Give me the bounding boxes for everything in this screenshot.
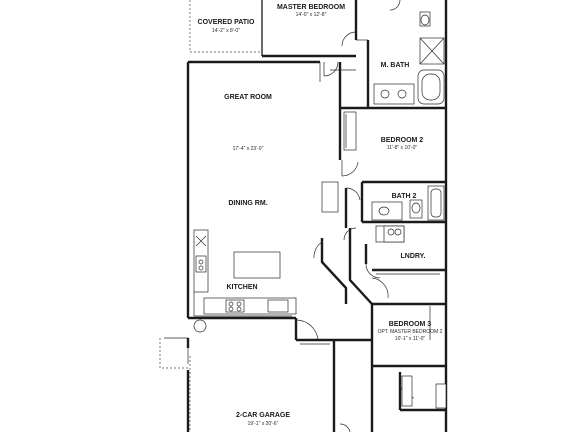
great-room-dims: 17'-4" x 23'-0" <box>233 146 264 152</box>
covered-patio-label: COVERED PATIO <box>198 19 255 26</box>
garage-dims: 19'-1" x 20'-6" <box>248 421 279 427</box>
garage-details <box>189 343 330 432</box>
bath2-label: BATH 2 <box>392 193 417 200</box>
bedroom2-dims: 11'-8" x 10'-0" <box>387 145 418 151</box>
bedroom3-label: BEDROOM 3 <box>389 321 432 328</box>
garage-label: 2-CAR GARAGE <box>236 412 290 419</box>
kitchen-label: KITCHEN <box>226 284 257 291</box>
master-bath-label: M. BATH <box>381 62 410 69</box>
bedroom2-label: BEDROOM 2 <box>381 137 424 144</box>
kitchen-fixtures <box>193 229 297 333</box>
bedroom3-note: OPT. MASTER BEDROOM 2 <box>378 329 443 335</box>
master-bath-fixtures <box>373 0 445 105</box>
bedroom3-dims: 10'-1" x 11'-0" <box>395 336 426 342</box>
master-bedroom-dims: 14'-0" x 12'-8" <box>296 12 327 18</box>
patio-outline <box>189 0 263 56</box>
dining-label: DINING RM. <box>228 200 267 207</box>
laundry-label: LNDRY. <box>400 253 425 260</box>
covered-patio-dims: 14'-2" x 8'-0" <box>212 28 240 34</box>
kitchen-island <box>233 251 281 279</box>
bath2-fixtures <box>371 185 445 243</box>
master-bedroom-label: MASTER BEDROOM <box>277 4 345 11</box>
doors <box>159 31 415 432</box>
great-room-label: GREAT ROOM <box>224 94 272 101</box>
